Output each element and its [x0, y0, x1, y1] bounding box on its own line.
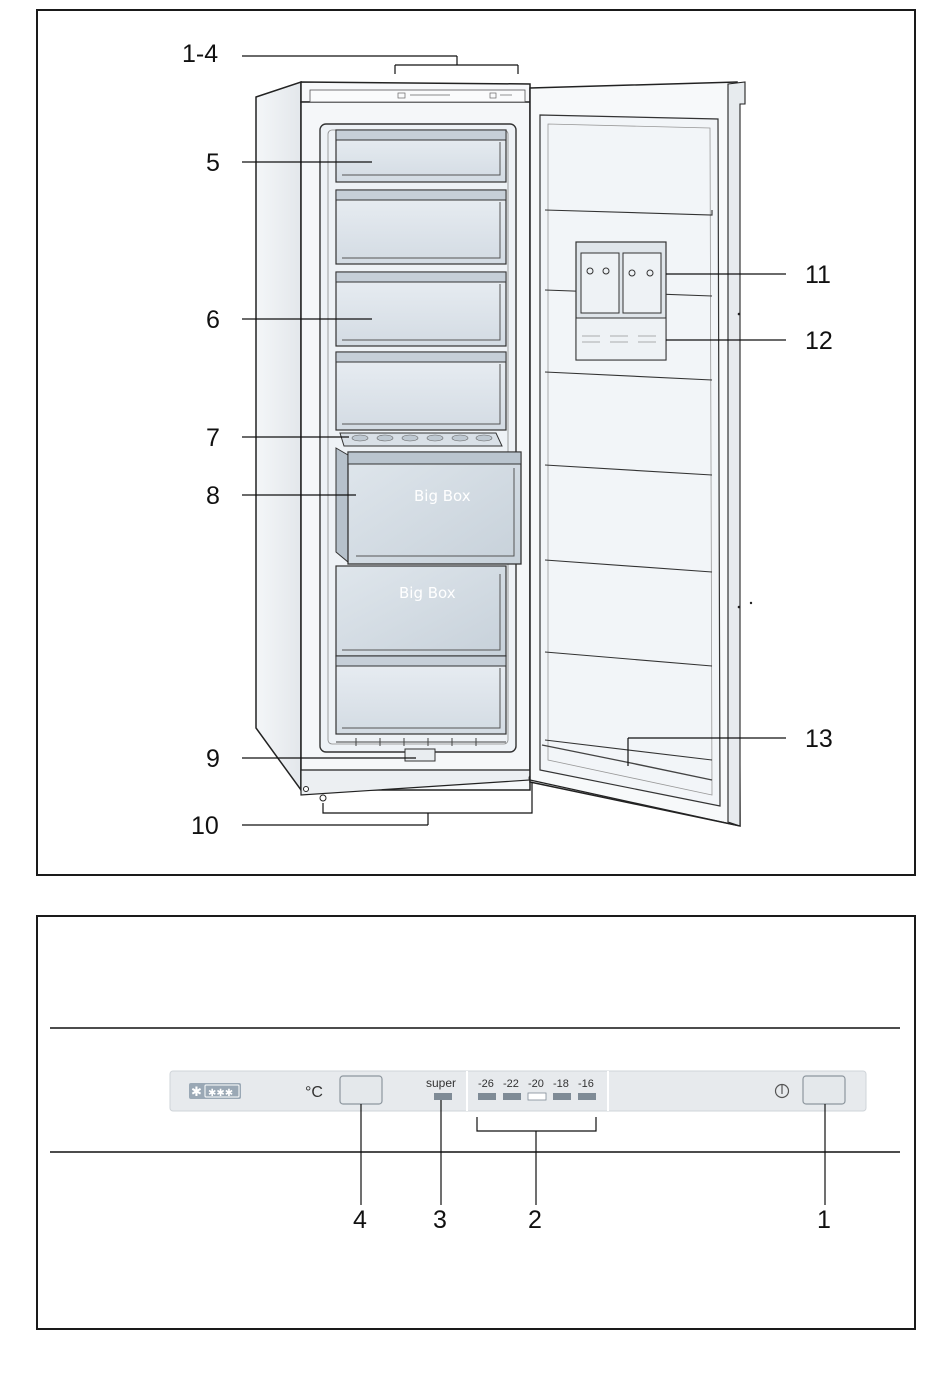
adjustable-foot-left [320, 795, 326, 801]
callout-5: 5 [206, 149, 220, 177]
drawer-bottom[interactable] [336, 656, 506, 734]
big-box-label-closed: Big Box [399, 584, 456, 602]
top-control-strip [310, 90, 525, 102]
drawer-2[interactable] [336, 190, 506, 264]
big-box-drawer-closed[interactable]: Big Box [336, 566, 506, 656]
freezer-door[interactable] [530, 82, 752, 826]
callout-10: 10 [191, 812, 219, 840]
storage-info-panel [576, 318, 666, 360]
callout-7: 7 [206, 424, 220, 452]
cabinet-plinth [301, 770, 530, 795]
callout-12: 12 [805, 327, 833, 355]
big-box-label-open: Big Box [414, 487, 471, 505]
freezer-drawers: Big Box Big Box [304, 130, 536, 801]
callout-11: 11 [805, 261, 831, 289]
big-box-drawer-open[interactable]: Big Box [336, 448, 521, 564]
callout-13: 13 [805, 725, 833, 753]
callout-9: 9 [206, 745, 220, 773]
callout-6: 6 [206, 306, 220, 334]
door-inner-panel [540, 115, 720, 806]
drawer-1[interactable] [336, 130, 506, 182]
drawer-3[interactable] [336, 272, 506, 346]
control-panel-frame [36, 915, 916, 1330]
callout-8: 8 [206, 482, 220, 510]
drawer-4[interactable] [336, 352, 506, 430]
bottom-latch [405, 749, 435, 761]
ice-cube-tray[interactable] [340, 433, 502, 446]
callout-1-4: 1-4 [182, 40, 218, 68]
cabinet-side-panel [256, 82, 301, 790]
